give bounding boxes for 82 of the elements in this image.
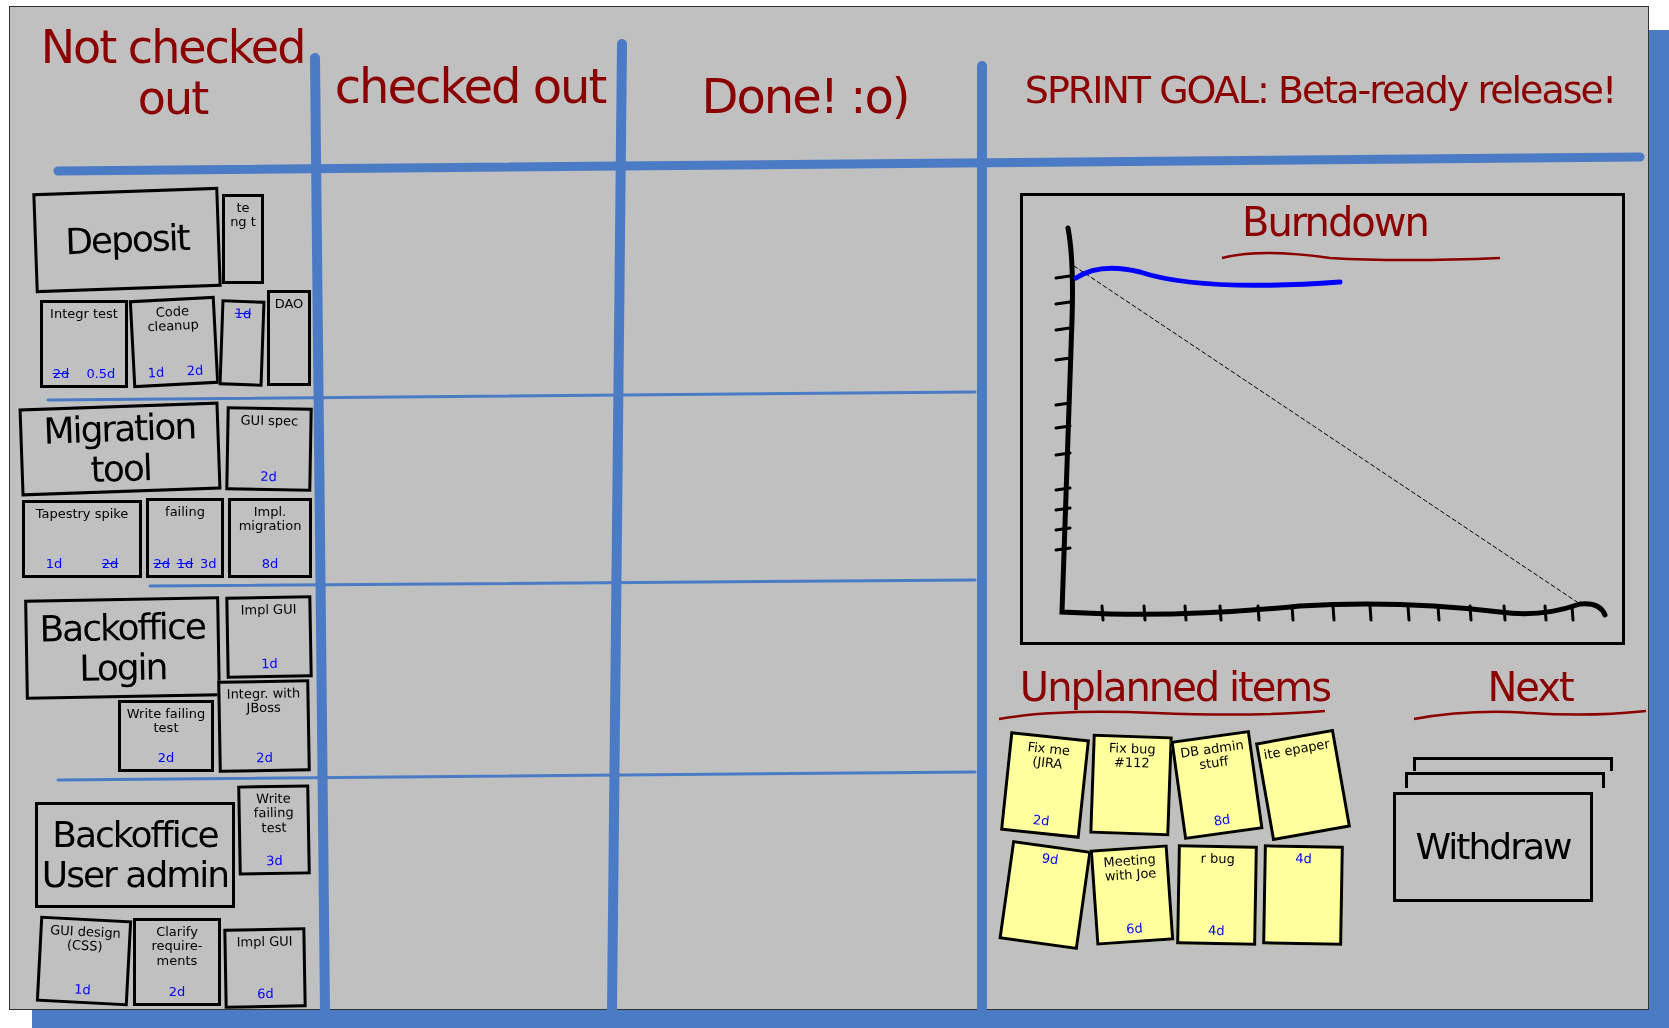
heading: Next — [1486, 665, 1575, 709]
story-card — [1393, 792, 1593, 902]
story-card — [18, 401, 222, 497]
card-title: Write failing test — [125, 707, 207, 736]
heading: Done! :o) — [700, 70, 910, 123]
struck-estimate: 2d — [101, 556, 119, 571]
task-card — [223, 927, 307, 1009]
estimate: 2d — [157, 750, 175, 765]
task-card — [217, 679, 311, 773]
card-title: Backoffice User admin — [41, 815, 229, 895]
struck-estimate: 2d — [52, 366, 70, 381]
card-title: Migration tool — [41, 406, 197, 492]
task-card — [237, 784, 311, 876]
card-title: Fix me (JIRA — [1025, 738, 1072, 774]
task-card — [267, 290, 311, 386]
estimate: 4d — [1295, 851, 1312, 867]
task-card — [222, 194, 264, 284]
estimate: 6d — [1125, 921, 1144, 937]
empty-card — [1405, 772, 1605, 788]
estimate: 3d — [200, 556, 217, 571]
card-title: Impl. migration — [237, 505, 303, 534]
card-title: DB admin stuff — [1178, 737, 1246, 775]
estimate: 6d — [257, 986, 274, 1002]
card-title: te ng t — [229, 201, 257, 230]
estimate: 2d — [256, 750, 273, 766]
estimate: 0.5d — [86, 366, 116, 381]
task-card — [118, 700, 214, 772]
task-card — [228, 498, 312, 578]
story-card — [32, 186, 222, 294]
task-card — [133, 918, 221, 1006]
heading: Not checked out — [39, 22, 306, 124]
heading: checked out — [333, 60, 607, 113]
card-title: Backoffice Login — [38, 606, 207, 690]
estimate: 1d — [73, 982, 92, 998]
estimate: 2d — [260, 469, 277, 485]
struck-estimate: 1d — [176, 556, 194, 571]
task-card — [225, 595, 313, 679]
struck-estimate: 1d — [234, 306, 252, 322]
card-title: failing — [165, 505, 205, 520]
card-title: Tapestry spike — [35, 507, 129, 522]
card-title: Impl GUI — [236, 934, 293, 950]
task-card — [225, 406, 313, 492]
card-title: Meeting with Joe — [1101, 851, 1158, 885]
sticky-note — [1262, 844, 1344, 946]
card-title: ite epaper — [1262, 736, 1331, 763]
heading: Unplanned items — [1018, 665, 1332, 709]
story-card — [24, 596, 221, 700]
card-title: Integr test — [50, 307, 118, 322]
estimate: 8d — [1212, 812, 1232, 829]
estimate: 2d — [168, 984, 186, 999]
card-title: Deposit — [64, 218, 190, 262]
card-title: Write failing test — [252, 791, 295, 836]
card-title: GUI design (CSS) — [48, 922, 123, 956]
task-card — [22, 500, 142, 578]
card-title: Code cleanup — [146, 303, 201, 336]
task-card — [40, 300, 128, 388]
sticky-note — [1089, 733, 1173, 837]
estimate: 2d — [186, 363, 204, 379]
estimate: 4d — [1208, 923, 1225, 939]
heading: Burndown — [1241, 200, 1429, 244]
card-title: GUI spec — [240, 413, 299, 429]
heading: SPRINT GOAL: Beta-ready release! — [1023, 70, 1617, 112]
struck-estimate: 2d — [153, 556, 170, 571]
story-card — [35, 802, 235, 908]
card-title: Impl GUI — [240, 602, 297, 618]
estimate: 1d — [261, 656, 278, 672]
card-title: Fix bug #112 — [1107, 740, 1157, 772]
card-title: Clarify require- ments — [150, 925, 204, 968]
sticky-note — [1176, 844, 1258, 946]
estimate: 3d — [266, 853, 283, 869]
estimate: 9d — [1040, 851, 1060, 868]
card-title: Withdraw — [1415, 827, 1571, 867]
card-title: DAO — [274, 297, 304, 312]
task-card — [218, 299, 266, 387]
card-title: Integr. with JBoss — [225, 686, 302, 717]
card-title: r bug — [1200, 851, 1235, 867]
task-card — [146, 498, 224, 578]
empty-card — [1413, 757, 1613, 771]
estimate: 1d — [45, 556, 63, 571]
estimate: 1d — [147, 365, 165, 381]
estimate: 2d — [1032, 812, 1051, 829]
estimate: 8d — [261, 556, 279, 571]
